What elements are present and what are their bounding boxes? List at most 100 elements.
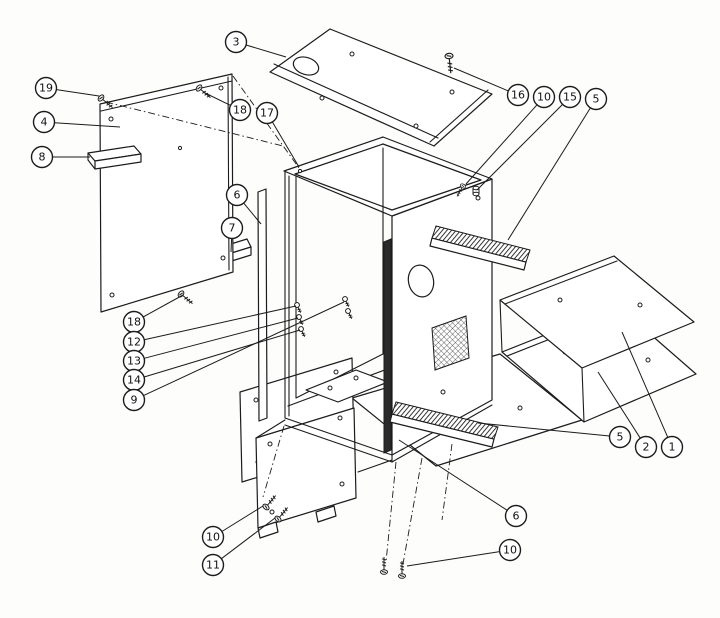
callout-5b: 5 — [608, 425, 632, 449]
screw-hole — [349, 51, 355, 57]
leader-lines — [52, 44, 669, 567]
callout-circle — [634, 435, 658, 459]
top-cover-panel — [269, 28, 493, 147]
projection-lines — [105, 75, 453, 565]
callout-circle — [201, 525, 225, 549]
callout-circle — [201, 553, 225, 577]
screw-icon — [444, 52, 456, 75]
top-cover-fold-line — [429, 89, 489, 143]
callout-circle — [498, 538, 522, 562]
callout-number: 7 — [229, 222, 236, 235]
handle-front-face — [94, 153, 142, 170]
panel-edge-line — [581, 367, 585, 423]
projection-line — [441, 443, 453, 521]
callout-17: 17 — [255, 101, 279, 125]
panel-bend-line — [504, 260, 618, 305]
callout-18b: 18 — [122, 310, 146, 334]
handle-end-edge — [87, 159, 96, 170]
leader-line-7 — [230, 238, 233, 253]
callout-number: 4 — [41, 116, 48, 129]
callout-13: 13 — [122, 349, 146, 373]
screw-hole — [109, 292, 115, 298]
screw-hole — [253, 397, 259, 403]
screw-hole — [517, 405, 523, 411]
callout-circle — [224, 30, 248, 54]
cabinet-bottom-edge — [284, 417, 393, 456]
screw-hole — [218, 85, 224, 91]
screw-hole — [337, 415, 343, 421]
screw-hole — [440, 389, 446, 395]
part-top-cover — [269, 28, 493, 147]
screw-hole — [353, 375, 359, 381]
panel-edge-line — [499, 299, 503, 353]
callout-number: 6 — [234, 189, 241, 202]
callout-number: 16 — [511, 89, 525, 102]
screw-hole — [475, 195, 481, 201]
screw-hole — [557, 297, 563, 303]
callout-number: 10 — [503, 544, 517, 557]
callout-14: 14 — [122, 368, 146, 392]
screw-hole — [333, 369, 339, 375]
screw-hole — [339, 481, 345, 487]
leader-line-6a — [243, 202, 262, 225]
callout-number: 6 — [513, 510, 520, 523]
screw-hole — [449, 89, 455, 95]
leader-line-18a — [202, 91, 231, 106]
part-base-panel-front — [255, 407, 357, 529]
leader-line-10a — [465, 104, 538, 185]
callout-7: 7 — [220, 216, 244, 240]
projection-line — [262, 425, 285, 498]
leader-line-5b — [477, 422, 610, 437]
projection-line — [385, 461, 397, 563]
lower-bar-hatched-face — [391, 401, 499, 440]
screw-icon — [176, 289, 196, 307]
callout-16: 16 — [506, 83, 530, 107]
callout-18a: 18 — [228, 98, 252, 122]
leader-line-11 — [221, 517, 276, 560]
projection-line — [105, 101, 284, 147]
leader-line-13 — [144, 317, 299, 359]
part-upper-side-panel — [499, 255, 695, 369]
callout-5a: 5 — [584, 87, 608, 111]
callout-number: 9 — [131, 394, 138, 407]
callout-number: 15 — [563, 91, 577, 104]
callout-15: 15 — [558, 85, 582, 109]
callout-number: 18 — [127, 316, 141, 329]
callout-10a: 10 — [532, 85, 556, 109]
top-cover-hole — [292, 56, 320, 76]
callout-4: 4 — [32, 110, 56, 134]
callout-circle — [584, 87, 608, 111]
screw-hole — [220, 255, 226, 261]
leader-line-1 — [621, 331, 669, 438]
callout-circle — [506, 83, 530, 107]
screw-hole — [637, 302, 643, 308]
callout-number: 2 — [643, 441, 650, 454]
leader-line-3 — [245, 44, 287, 58]
callout-number: 19 — [39, 82, 53, 95]
leader-line-14 — [143, 329, 301, 378]
callout-11: 11 — [201, 553, 225, 577]
top-cover-fold-line — [273, 63, 439, 139]
callout-circle — [660, 435, 684, 459]
callout-9: 9 — [122, 388, 146, 412]
part-mounting-bars — [389, 225, 531, 448]
leader-line-16 — [453, 67, 509, 92]
cabinet-top-rim-inner — [294, 143, 482, 211]
callout-3: 3 — [224, 30, 248, 54]
leader-line-4 — [54, 122, 121, 128]
callout-circle — [504, 504, 528, 528]
callout-number: 13 — [127, 355, 141, 368]
screw-hole — [269, 509, 275, 515]
part-side-door — [87, 73, 234, 313]
callout-number: 5 — [617, 431, 624, 444]
callout-circle — [34, 76, 58, 100]
leader-line-6b — [398, 439, 508, 511]
leader-line-19 — [56, 89, 100, 97]
callout-circle — [220, 216, 244, 240]
projection-line — [232, 75, 300, 169]
callout-number: 5 — [593, 93, 600, 106]
callout-19: 19 — [34, 76, 58, 100]
frame-edge-line — [357, 459, 393, 473]
callout-6b: 6 — [504, 504, 528, 528]
